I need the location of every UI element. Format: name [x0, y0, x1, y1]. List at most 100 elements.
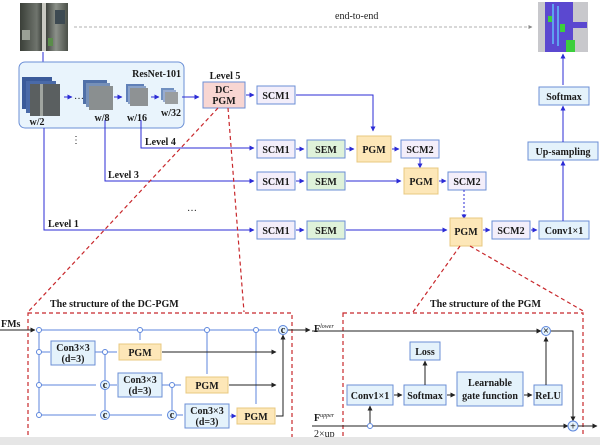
backbone-ellipsis: … [74, 91, 84, 102]
arrow [43, 128, 255, 233]
svg-text:SEM: SEM [315, 145, 337, 156]
svg-text:Con3×3: Con3×3 [123, 375, 156, 386]
svg-text:PGM: PGM [454, 227, 478, 238]
svg-text:c: c [103, 380, 108, 391]
scale-label-w16: w/16 [127, 113, 147, 124]
multiply-node: × [541, 326, 551, 337]
add-node: + [567, 420, 579, 433]
svg-text:c: c [170, 410, 175, 421]
svg-text:SCM2: SCM2 [453, 177, 480, 188]
svg-text:ReLU: ReLU [535, 391, 561, 402]
svg-text:Softmax: Softmax [546, 92, 582, 103]
svg-text:Conv1×1: Conv1×1 [351, 391, 389, 402]
arrow [296, 94, 376, 132]
svg-text:SCM1: SCM1 [262, 226, 289, 237]
svg-text:Up-sampling: Up-sampling [535, 147, 590, 158]
svg-text:SCM1: SCM1 [262, 177, 289, 188]
svg-text:(d=3): (d=3) [62, 354, 85, 365]
level3-label: Level 3 [108, 170, 139, 181]
arrow [104, 120, 255, 184]
learnable-gate-function: Learnable gate function [456, 371, 524, 407]
arrow [276, 334, 286, 417]
svg-text:PGM: PGM [128, 348, 152, 359]
scm1-level5: SCM1 [256, 85, 296, 105]
concat-node: c [100, 380, 110, 391]
concat-node: c [100, 410, 110, 421]
conv1x1-block: Conv1×1 [538, 220, 590, 240]
svg-text:PGM: PGM [409, 177, 433, 188]
upsample-label: 2×up [314, 429, 335, 440]
dilated-conv-1: Con3×3 (d=3) [50, 340, 96, 366]
fms-label: FMs [1, 319, 21, 330]
dilated-conv-2: Con3×3 (d=3) [117, 372, 163, 398]
upsampling-block: Up-sampling [527, 141, 599, 161]
resnet-title: ResNet-101 [132, 69, 181, 80]
feature-map-stack-w32 [161, 88, 178, 104]
scm1-level1: SCM1 [256, 220, 296, 240]
scm1-level3: SCM1 [256, 171, 296, 191]
scale-label-w32: w/32 [161, 108, 181, 119]
svg-text:SCM1: SCM1 [262, 91, 289, 102]
footer-bar [0, 437, 600, 445]
pgm-loss: Loss [409, 341, 441, 361]
output-concat-node: c [278, 325, 288, 336]
svg-text:PGM: PGM [212, 96, 236, 107]
junction-dot [367, 423, 373, 429]
svg-text:c: c [281, 325, 286, 336]
svg-text:SCM1: SCM1 [262, 145, 289, 156]
scm2-level3: SCM2 [447, 171, 487, 191]
dcpgm-inner-pgm-1: PGM [118, 343, 162, 361]
svg-text:c: c [103, 410, 108, 421]
levels-vertical-ellipsis: ⋮ [71, 135, 81, 146]
svg-text:SEM: SEM [315, 177, 337, 188]
pgm-level1: PGM [449, 217, 483, 247]
svg-text:SCM2: SCM2 [497, 226, 524, 237]
scale-label-w2: w/2 [30, 117, 45, 128]
pgm-detail-title: The structure of the PGM [430, 299, 541, 310]
sem-level1: SEM [306, 220, 346, 240]
dcpgm-connectors [38, 329, 276, 416]
pgm-level4: PGM [356, 135, 392, 163]
svg-text:(d=3): (d=3) [129, 386, 152, 397]
level5-label: Level 5 [210, 71, 241, 82]
pgm-relu: ReLU [533, 384, 563, 406]
dcpgm-inner-pgm-3: PGM [236, 407, 276, 425]
level4-label: Level 4 [145, 137, 176, 148]
svg-text:SEM: SEM [315, 226, 337, 237]
dcpgm-inner-pgm-2: PGM [185, 376, 229, 394]
svg-text:PGM: PGM [362, 145, 386, 156]
zoom-callout-lines [27, 107, 586, 313]
svg-text:PGM: PGM [195, 381, 219, 392]
f-lower-label: Flower [314, 324, 334, 335]
scm2-level4: SCM2 [400, 139, 440, 159]
end-to-end-label: end-to-end [335, 11, 378, 22]
svg-text:Loss: Loss [415, 347, 435, 358]
arrow [140, 120, 255, 151]
svg-text:Softmax: Softmax [407, 391, 443, 402]
input-image [20, 3, 68, 51]
junction-dots [36, 327, 259, 418]
svg-text:PGM: PGM [244, 412, 268, 423]
feature-map-stack-w8 [83, 80, 113, 110]
svg-text:×: × [543, 326, 549, 337]
concat-node: c [167, 410, 177, 421]
scm2-level1: SCM2 [491, 220, 531, 240]
dilated-conv-3: Con3×3 (d=3) [184, 403, 230, 429]
level1-label: Level 1 [48, 219, 79, 230]
scm1-level4: SCM1 [256, 139, 296, 159]
f-upper-label: Fupper [314, 413, 335, 424]
sem-level4: SEM [306, 139, 346, 159]
pgm-conv1x1: Conv1×1 [346, 384, 394, 406]
output-image [538, 2, 588, 52]
dcpgm-detail-title: The structure of the DC-PGM [50, 299, 179, 310]
svg-text:Conv1×1: Conv1×1 [545, 226, 583, 237]
svg-text:Learnable: Learnable [468, 378, 512, 389]
svg-text:(d=3): (d=3) [196, 417, 219, 428]
svg-text:+: + [570, 422, 576, 433]
svg-text:SCM2: SCM2 [406, 145, 433, 156]
svg-text:Con3×3: Con3×3 [56, 343, 89, 354]
dc-pgm-block: DC- PGM [202, 81, 246, 109]
svg-text:Con3×3: Con3×3 [190, 406, 223, 417]
softmax-block: Softmax [538, 86, 590, 106]
